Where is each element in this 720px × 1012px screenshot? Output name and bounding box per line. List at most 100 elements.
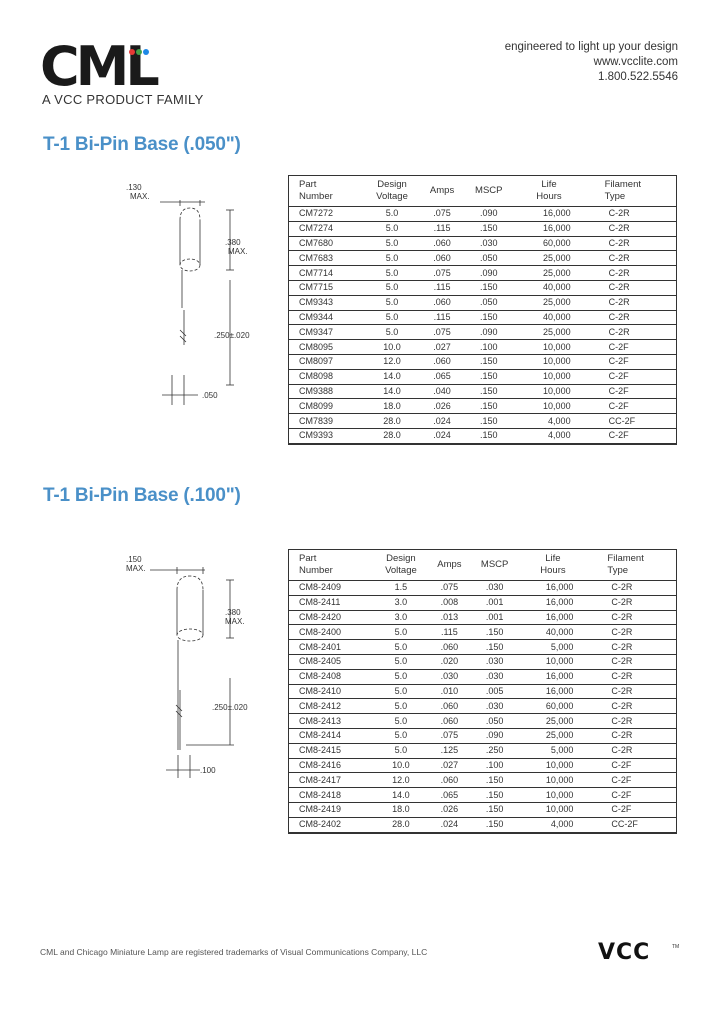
cell-mscp: .001 <box>470 610 519 626</box>
cell-filament-type: C-2R <box>587 595 676 611</box>
cell-life-hours: 25,000 <box>513 250 585 267</box>
cell-amps: .075 <box>419 324 465 341</box>
cell-life-hours: 16,000 <box>518 595 588 611</box>
cell-amps: .060 <box>427 772 471 789</box>
cell-filament-type: C-2F <box>584 428 676 444</box>
cell-amps: .026 <box>427 802 471 818</box>
cell-life-hours: 16,000 <box>518 669 588 685</box>
cell-part-number: CM8-2400 <box>289 624 374 641</box>
col-header-filament-type: Filament Type <box>587 550 676 581</box>
cell-design-voltage: 5.0 <box>373 669 428 685</box>
cell-mscp: .090 <box>464 265 514 281</box>
phone-number: 1.800.522.5546 <box>598 71 678 83</box>
cell-design-voltage: 5.0 <box>364 295 420 311</box>
cell-part-number: CM8-2412 <box>289 698 374 715</box>
website-link[interactable]: www.vcclite.com <box>593 56 678 68</box>
cell-amps: .027 <box>419 339 465 355</box>
cell-mscp: .150 <box>464 398 514 415</box>
cell-mscp: .150 <box>464 310 514 326</box>
cell-life-hours: 25,000 <box>513 324 585 341</box>
cell-life-hours: 5,000 <box>518 743 588 759</box>
cell-filament-type: C-2R <box>587 580 676 596</box>
logo-color-dots <box>129 42 150 60</box>
cell-part-number: CM8-2415 <box>289 743 374 759</box>
cell-design-voltage: 1.5 <box>373 580 428 596</box>
cell-design-voltage: 12.0 <box>373 772 428 789</box>
dim-diameter: .150 <box>126 555 142 564</box>
col-header-design-voltage: Design Voltage <box>373 550 428 581</box>
cell-life-hours: 10,000 <box>513 369 585 385</box>
cell-part-number: CM8-2417 <box>289 772 374 789</box>
cell-life-hours: 4,000 <box>513 428 585 444</box>
cell-amps: .024 <box>419 428 465 444</box>
cell-design-voltage: 10.0 <box>373 758 428 774</box>
cell-filament-type: C-2F <box>584 384 676 400</box>
cell-filament-type: C-2R <box>584 236 676 252</box>
cell-life-hours: 60,000 <box>513 236 585 252</box>
red-dot-icon <box>129 49 135 55</box>
cell-amps: .115 <box>427 624 471 641</box>
cell-part-number: CM9388 <box>289 384 365 400</box>
cell-mscp: .150 <box>470 624 519 641</box>
cell-part-number: CM8-2416 <box>289 758 374 774</box>
cell-part-number: CM8-2408 <box>289 669 374 685</box>
cell-part-number: CM8-2419 <box>289 802 374 818</box>
cell-life-hours: 10,000 <box>518 802 588 818</box>
cell-design-voltage: 5.0 <box>373 639 428 655</box>
cell-amps: .013 <box>427 610 471 626</box>
cell-life-hours: 40,000 <box>513 310 585 326</box>
cell-design-voltage: 5.0 <box>373 743 428 759</box>
cell-design-voltage: 5.0 <box>364 250 420 267</box>
cell-amps: .024 <box>419 413 465 429</box>
cell-part-number: CM8-2409 <box>289 580 374 596</box>
cell-amps: .060 <box>419 354 465 370</box>
cell-mscp: .050 <box>470 713 519 729</box>
cell-filament-type: C-2F <box>587 787 676 803</box>
cell-design-voltage: 5.0 <box>373 654 428 670</box>
cell-mscp: .150 <box>464 413 514 429</box>
cell-mscp: .150 <box>470 639 519 655</box>
cell-design-voltage: 14.0 <box>373 787 428 803</box>
cell-part-number: CM7839 <box>289 413 365 429</box>
cell-filament-type: C-2R <box>587 654 676 670</box>
cell-design-voltage: 5.0 <box>364 221 420 237</box>
cell-mscp: .150 <box>464 428 514 444</box>
cell-amps: .026 <box>419 398 465 415</box>
section-title-050: T-1 Bi-Pin Base (.050") <box>43 134 241 155</box>
cell-amps: .010 <box>427 684 471 700</box>
dim-pitch: .100 <box>200 766 216 775</box>
dim-length: .380 <box>225 238 241 247</box>
cell-life-hours: 4,000 <box>518 817 588 833</box>
cell-amps: .075 <box>419 206 465 222</box>
cell-design-voltage: 12.0 <box>364 354 420 370</box>
cell-life-hours: 16,000 <box>513 206 585 222</box>
cell-mscp: .030 <box>470 580 519 596</box>
cell-mscp: .005 <box>470 684 519 700</box>
cell-mscp: .001 <box>470 595 519 611</box>
contact-block: engineered to light up your design www.v… <box>505 40 678 85</box>
cell-life-hours: 10,000 <box>513 384 585 400</box>
cell-amps: .060 <box>419 250 465 267</box>
cell-part-number: CM8099 <box>289 398 365 415</box>
cell-life-hours: 10,000 <box>518 758 588 774</box>
cell-filament-type: C-2R <box>584 280 676 296</box>
col-header-amps: Amps <box>427 550 471 581</box>
cell-part-number: CM7680 <box>289 236 365 252</box>
cell-design-voltage: 5.0 <box>364 280 420 296</box>
cell-mscp: .030 <box>470 698 519 715</box>
cell-design-voltage: 5.0 <box>364 310 420 326</box>
cell-life-hours: 10,000 <box>518 787 588 803</box>
cell-design-voltage: 18.0 <box>373 802 428 818</box>
cell-part-number: CM8-2413 <box>289 713 374 729</box>
